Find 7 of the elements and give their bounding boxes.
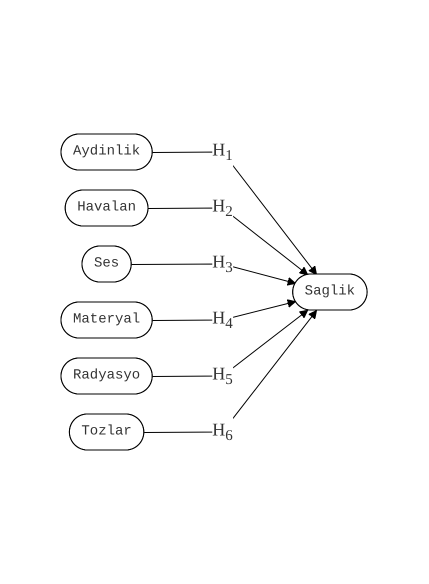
edge-label: H$_{1}$ <box>212 139 234 164</box>
edge-label: H$_{5}$ <box>212 363 234 388</box>
edge-label: H$_{2}$ <box>212 195 234 220</box>
arrow <box>152 152 318 275</box>
edge-label: H$_{3}$ <box>212 251 234 276</box>
edge-label: H$_{4}$ <box>212 307 234 332</box>
edge-label: H$_{6}$ <box>212 419 234 444</box>
